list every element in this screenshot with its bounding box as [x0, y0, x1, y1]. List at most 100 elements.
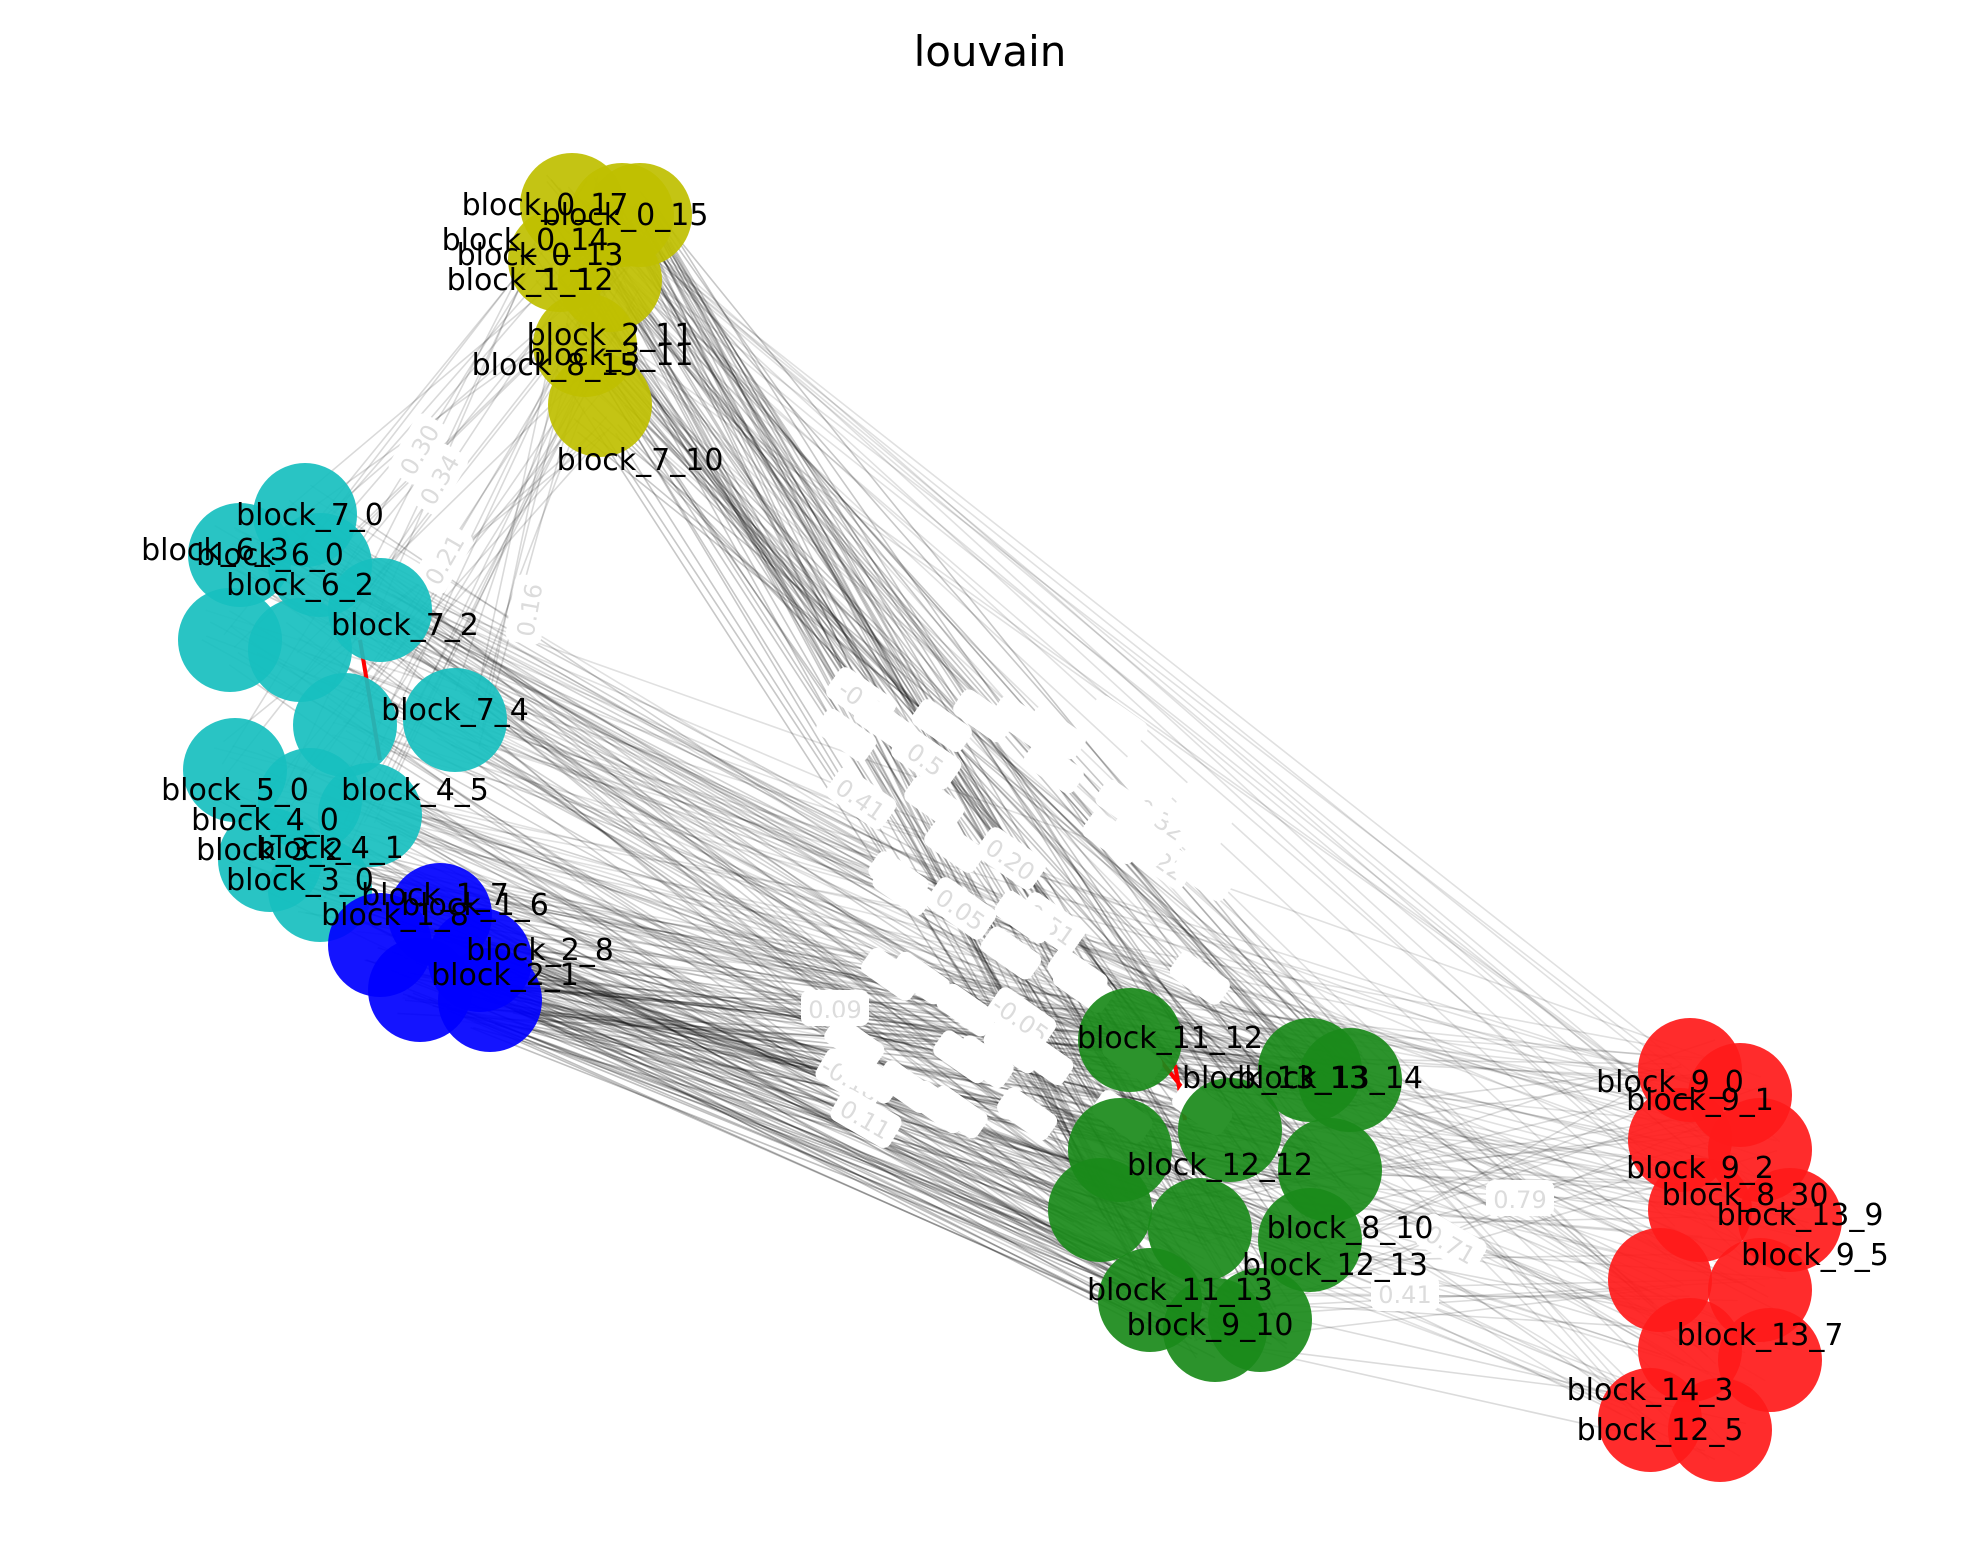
- node-label: block_12_13: [1242, 1248, 1428, 1283]
- node-label: block_13_9: [1717, 1198, 1884, 1233]
- node-label: block_8_10: [1267, 1211, 1434, 1246]
- edge: [308, 519, 1282, 1049]
- edge-label-box: [816, 708, 877, 762]
- edge: [400, 593, 1762, 1078]
- node-label: block_2_1: [431, 958, 579, 993]
- node-label: block_8_15: [472, 348, 639, 383]
- edge-weight-label: 0.11: [830, 1088, 902, 1148]
- edge: [586, 201, 1757, 1270]
- edge: [407, 995, 1160, 1273]
- edge: [338, 792, 1683, 1158]
- edge: [440, 896, 1113, 1219]
- node-label: block_4_0: [191, 803, 339, 838]
- edge: [486, 973, 1357, 1104]
- edge: [390, 946, 1662, 1356]
- edge: [344, 819, 1775, 1199]
- edge: [603, 266, 1303, 1066]
- edge: [469, 994, 1102, 1189]
- edge-label-box: [1176, 780, 1237, 834]
- node-label: block_9_1: [1626, 1083, 1774, 1118]
- edge: [488, 1008, 1332, 1062]
- edge: [465, 1001, 1807, 1199]
- edge: [236, 568, 1110, 1197]
- edge: [650, 210, 1115, 1132]
- edge: [1349, 1075, 1634, 1284]
- edge: [355, 225, 545, 595]
- edge: [546, 180, 1286, 1042]
- node-blue: [438, 948, 542, 1052]
- edge: [349, 785, 1315, 1156]
- edge: [470, 988, 1149, 1322]
- node-green: [1178, 1078, 1282, 1182]
- edge: [478, 746, 1104, 1171]
- edge: [492, 976, 1075, 1223]
- edge: [619, 218, 1110, 1030]
- edge: [388, 835, 1111, 1226]
- edge: [448, 1007, 1193, 1340]
- edge: [375, 251, 536, 619]
- edge-label-box: [1087, 695, 1148, 748]
- edge: [503, 953, 1144, 1318]
- edge: [627, 239, 1281, 1049]
- edge: [335, 322, 572, 554]
- edge: [302, 543, 1357, 1089]
- edge: [466, 931, 1095, 1231]
- edge: [610, 388, 1354, 1155]
- edge: [345, 729, 1109, 1211]
- edge-label-box: [1118, 752, 1179, 805]
- edge: [467, 985, 1648, 1261]
- edge-label-box: [933, 1030, 994, 1084]
- edge: [598, 426, 1162, 1278]
- edge-weight-label: 0.41: [1371, 1275, 1439, 1311]
- edge: [508, 1023, 1092, 1168]
- node-label: block_9_5: [1741, 1238, 1889, 1273]
- edge: [513, 1010, 1093, 1225]
- node-label: block_13_14: [1237, 1061, 1423, 1096]
- edge: [591, 416, 1363, 1054]
- edge-label-box: [1013, 1032, 1074, 1085]
- node-label: block_0_17: [462, 188, 629, 223]
- edge: [498, 983, 1348, 1067]
- edge: [392, 791, 1085, 1229]
- svg-text:0.79: 0.79: [1493, 1186, 1546, 1214]
- node-label: block_11_13: [1087, 1273, 1273, 1308]
- edge: [344, 917, 1699, 1241]
- edge-label-box: [953, 689, 1014, 743]
- edge: [213, 747, 1668, 1117]
- edge: [458, 978, 1113, 1173]
- node-label: block_6_0: [196, 538, 344, 573]
- edge: [545, 174, 1358, 1065]
- node-label: block_2_8: [466, 933, 614, 968]
- edge-label-box: [824, 1016, 885, 1070]
- node-label: block_7_10: [557, 443, 724, 478]
- node-layer: [178, 153, 1842, 1482]
- edge-label-box: [991, 695, 1052, 749]
- node-label: block_7_4: [381, 693, 529, 728]
- edge: [380, 966, 1792, 1233]
- edge: [650, 208, 1149, 1050]
- edge: [516, 1001, 1129, 1235]
- node-label: block_4_5: [341, 773, 489, 808]
- node-label: block_0_15: [542, 198, 709, 233]
- node-label: block_3_2: [196, 833, 344, 868]
- edge: [392, 972, 1343, 1074]
- node-label: block_0_13: [457, 238, 624, 273]
- edge: [502, 999, 1088, 1220]
- node-label: block_9_2: [1626, 1151, 1774, 1186]
- node-label: block_8_30: [1662, 1178, 1829, 1213]
- edge: [628, 222, 1370, 1065]
- edge: [577, 241, 1703, 1136]
- node-green: [1258, 1188, 1362, 1292]
- edge: [322, 749, 1211, 1245]
- edge: [466, 979, 1356, 1078]
- node-cyan: [318, 763, 422, 867]
- node-yellow: [548, 353, 652, 457]
- node-green: [1163, 1278, 1267, 1382]
- node-label: block_5_0: [161, 773, 309, 808]
- node-cyan: [328, 558, 432, 662]
- edge: [479, 944, 1633, 1406]
- edge: [348, 593, 1329, 1052]
- edge-label-box: [997, 1087, 1058, 1141]
- node-label: block_14_3: [1567, 1373, 1734, 1408]
